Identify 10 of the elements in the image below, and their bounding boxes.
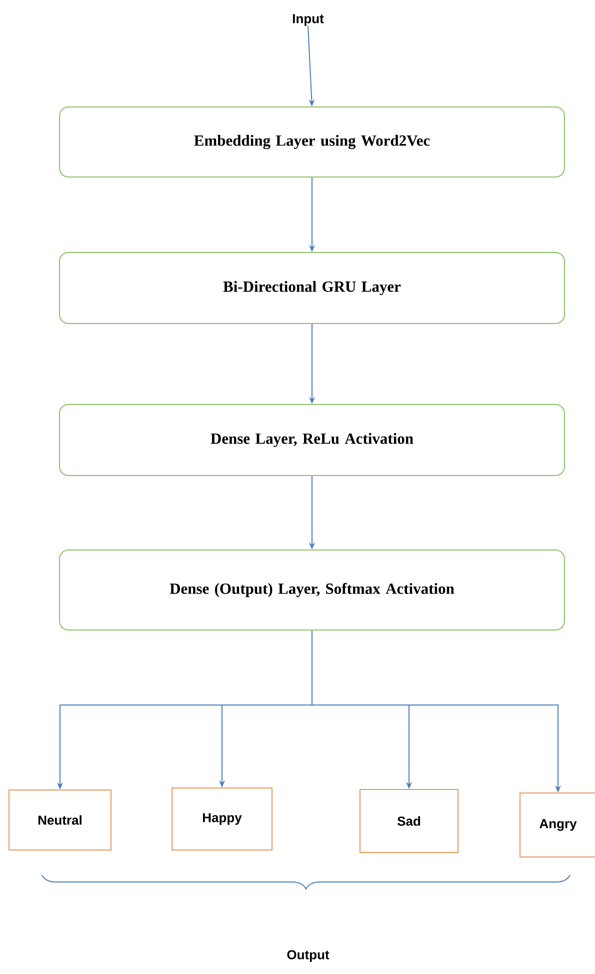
class-box: Sad bbox=[360, 789, 458, 853]
layer-box: Dense Layer, ReLu Activation bbox=[59, 404, 565, 476]
class-box: Neutral bbox=[8, 790, 112, 850]
label-text: Output bbox=[287, 950, 330, 962]
layer-box: Embedding Layer using Word2Vec bbox=[59, 106, 565, 178]
class-box: Angry bbox=[520, 792, 595, 858]
layer-box: Bi-Directional GRU Layer bbox=[59, 252, 565, 324]
layer-box: Dense (Output) Layer, Softmax Activation bbox=[59, 550, 565, 630]
class-box: Happy bbox=[172, 788, 272, 850]
label-text: Input bbox=[292, 14, 324, 26]
